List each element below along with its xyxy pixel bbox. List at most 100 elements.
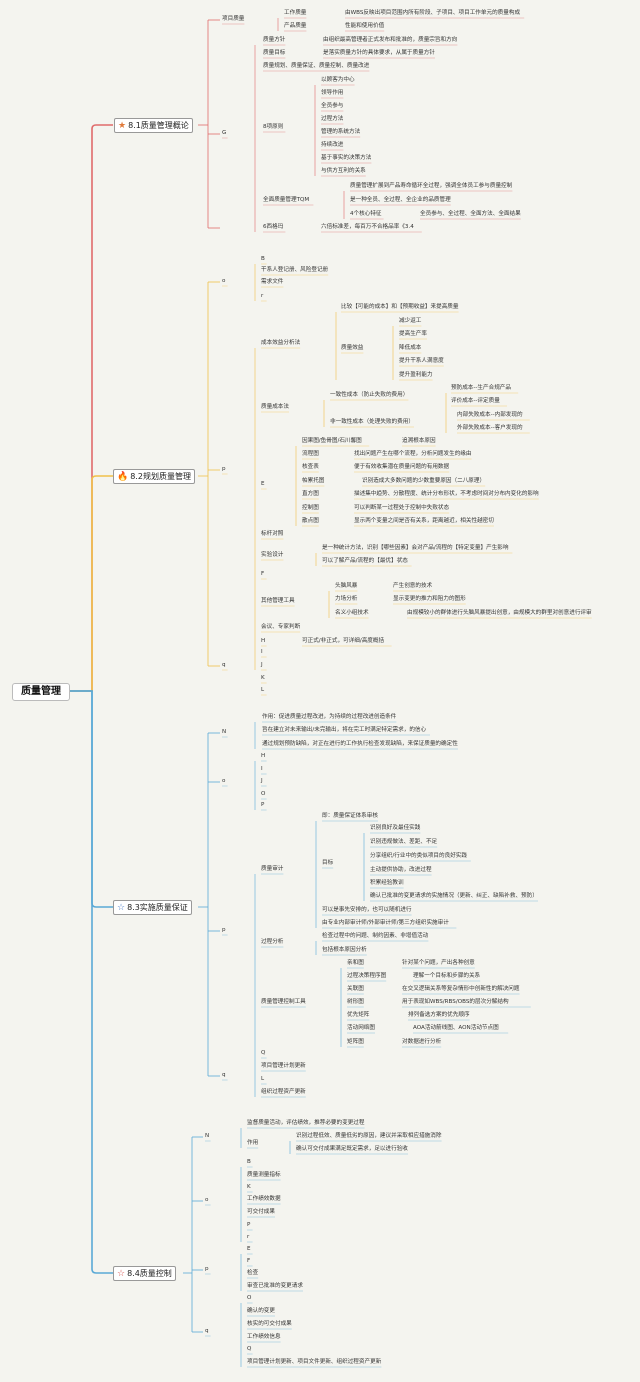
node-text: 需求文件 [261, 279, 284, 285]
node-text: I [261, 766, 263, 772]
node-text: 工作质量 [284, 10, 307, 16]
branch-label: 8.3实施质量保证 [127, 903, 188, 912]
node-text: q [222, 662, 226, 668]
node-text: 控制图 [302, 505, 319, 511]
node-text: 其他管理工具 [261, 598, 295, 604]
node-text: L [261, 687, 265, 693]
node-text: 头脑风暴 [335, 583, 358, 589]
node-text: 核查表 [302, 464, 319, 470]
node-text: 8项原则 [263, 124, 284, 130]
node-text: 找出问题产生在哪个流程，分析问题发生的缘由 [354, 451, 472, 457]
connector-line [68, 475, 113, 692]
node-text: 由专业内部审计师/外部审计师/第三方组织实施审计 [322, 920, 449, 926]
node-text: 核实的可交付成果 [247, 1321, 292, 1327]
node-text: 流程图 [302, 451, 319, 457]
root-node[interactable]: 质量管理 [12, 683, 70, 701]
node-text: 名义小组技术 [335, 610, 369, 616]
node-text: 领导作用 [321, 90, 344, 96]
node-text: 目标 [322, 860, 334, 866]
node-text: 全员参与、全过程、全面方法、全面结果 [420, 211, 521, 217]
node-text: O [261, 791, 266, 797]
node-text: 性能和使用价值 [345, 23, 385, 29]
branch-icon: ★ [118, 121, 127, 131]
node-text: q [205, 1328, 209, 1334]
node-text: 质量管理控制工具 [261, 999, 306, 1005]
node-text: 内部失败成本--内部发现的 [457, 412, 523, 418]
node-text: 由组织最高管理者正式发布和批准的，质量宗旨和方向 [323, 37, 458, 43]
branch-node[interactable]: ☆8.4质量控制 [113, 1266, 176, 1281]
node-text: F [261, 571, 265, 577]
node-text: 会议、专家判断 [261, 624, 301, 630]
connector-line [68, 690, 113, 1274]
node-text: J [261, 662, 263, 668]
node-text: H [261, 753, 266, 759]
node-text: 旨在建立对未来输出/未完输出，将在完工时满足特定需求，的信心 [262, 727, 427, 733]
node-text: 减少返工 [399, 318, 422, 324]
node-text: 质量效益 [341, 345, 364, 351]
node-text: 6西格玛 [263, 224, 284, 230]
node-text: 审查已批准的变更请求 [247, 1283, 303, 1289]
node-text: 优先矩阵 [347, 1012, 370, 1018]
node-text: 由WBS反映出项目范围内所有阶段、子项目、项目工作单元的质量构成 [345, 10, 521, 16]
node-text: 比较【可能的成本】和【预期收益】来提高质量 [341, 304, 459, 310]
node-text: 过程分析 [261, 939, 284, 945]
node-text: 通过规划预防缺陷，对正在进行的工作执行检查发现缺陷，来保证质量的确定性 [262, 741, 458, 747]
node-text: 干系人登记册、风险登记册 [261, 267, 329, 273]
node-text: 显示变更的推力和阻力的图形 [393, 596, 466, 602]
node-text: 用于表现如WBS/RBS/OBS的层次分解结构 [402, 999, 509, 1005]
node-text: 作用 [247, 1140, 259, 1146]
node-text: J [261, 778, 263, 784]
node-text: K [261, 675, 265, 681]
node-text: 识别过程低效、质量低劣的原因，建议并采取相应措施消除 [296, 1133, 442, 1139]
node-text: 质量测量指标 [247, 1172, 281, 1178]
node-text: 产品质量 [284, 23, 307, 29]
node-text: 质量目标 [263, 50, 286, 56]
node-text: 管理的系统方法 [321, 129, 361, 135]
node-text: 可正式/非正式，可详细/高度概括 [302, 638, 385, 644]
node-text: 工作绩效信息 [247, 1334, 281, 1340]
node-text: 基于事实的决策方法 [321, 155, 372, 161]
node-text: 过程决策程序图 [347, 973, 387, 979]
node-text: 散点图 [302, 518, 319, 524]
node-text: P [247, 1222, 251, 1228]
node-text: B [261, 256, 265, 262]
node-text: 帕累托图 [302, 478, 325, 484]
node-text: AOA活动箭线图、AON活动节点图 [413, 1025, 499, 1031]
node-text: 可以判断某一过程处于控制中失败状态 [354, 505, 450, 511]
branch-label: 8.2规划质量管理 [130, 472, 191, 481]
connector-line [68, 124, 113, 692]
node-text: 主动提供协助，改进过程 [370, 867, 432, 873]
branch-node[interactable]: ★8.1质量管理概论 [114, 118, 193, 133]
node-text: o [205, 1197, 209, 1203]
node-text: 全面质量管理TQM [263, 197, 310, 203]
node-text: 提高生产率 [399, 331, 427, 337]
node-text: 质量审计 [261, 866, 284, 872]
node-text: r [247, 1234, 250, 1240]
node-text: 由规模较小的群体进行头脑风暴提出创意，由规模大的群里对创意进行评审 [407, 610, 592, 616]
node-text: 即：质量保证体系审核 [322, 813, 378, 819]
branch-label: 8.1质量管理概论 [128, 121, 189, 130]
node-text: 质量方针 [263, 37, 286, 43]
node-text: 标杆对照 [261, 531, 284, 537]
node-text: 包括根本原因分析 [322, 947, 367, 953]
node-text: 确认已批准的变更请求的实施情况（更新、纠正、缺陷补救、预防） [370, 893, 538, 899]
node-text: E [247, 1246, 251, 1252]
node-text: 提升干系人满意度 [399, 358, 444, 364]
node-text: 识别良好及最佳实践 [370, 825, 421, 831]
branch-node[interactable]: 🔥8.2规划质量管理 [113, 469, 195, 484]
node-text: o [222, 278, 226, 284]
node-text: 项目管理计划更新、项目文件更新、组织过程资产更新 [247, 1359, 382, 1365]
node-text: 质量规划、质量保证、质量控制、质量改进 [263, 63, 370, 69]
node-text: 在交叉逻辑关系等复杂情形中创新性的解决问题 [402, 986, 520, 992]
node-text: 过程方法 [321, 116, 344, 122]
node-text: N [222, 729, 227, 735]
node-text: 产生创意的技术 [393, 583, 433, 589]
node-text: 积累经验教训 [370, 880, 404, 886]
node-text: 实验设计 [261, 552, 284, 558]
node-text: 组织过程资产更新 [261, 1089, 306, 1095]
node-text: 识别违规做法、差距、不足 [370, 839, 438, 845]
branch-node[interactable]: ☆8.3实施质量保证 [113, 900, 192, 915]
node-text: 质量成本法 [261, 404, 289, 410]
node-text: 排列备选方案的优先顺序 [408, 1012, 470, 1018]
